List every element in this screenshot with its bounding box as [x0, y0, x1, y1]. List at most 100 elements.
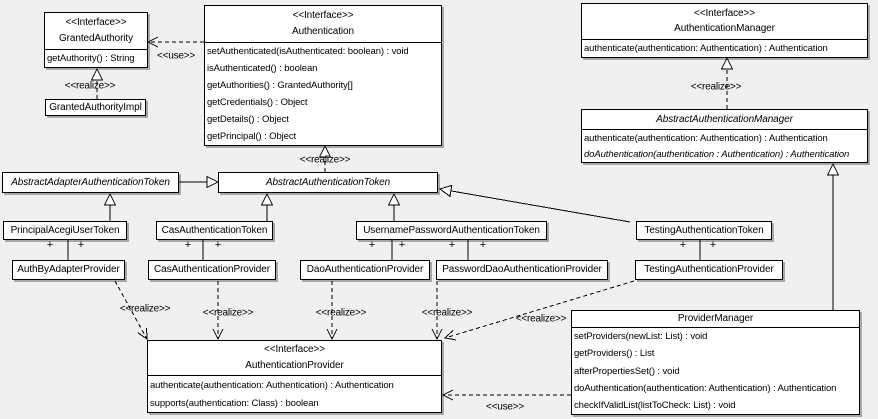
class-box-cas-authentication-token[interactable]: CasAuthenticationToken: [156, 221, 273, 240]
abstract-authentication-manager-method-1: doAuthentication(authentication : Authen…: [584, 148, 850, 160]
username-password-authentication-token-title: UsernamePasswordAuthenticationToken: [357, 222, 546, 239]
granted-authority-methods: getAuthority() : String: [45, 50, 147, 67]
testing-authentication-provider-title: TestingAuthenticationProvider: [636, 261, 782, 279]
password-dao-authentication-provider-title: PasswordDaoAuthenticationProvider: [437, 261, 607, 279]
class-box-cas-authentication-provider[interactable]: CasAuthenticationProvider: [148, 260, 276, 280]
username-password-authentication-token-name: UsernamePasswordAuthenticationToken: [363, 224, 540, 236]
association-plus-mark: +: [709, 239, 717, 251]
abstract-authentication-manager-methods: authenticate(authentication: Authenticat…: [582, 130, 867, 162]
open-arrowhead-icon: [326, 328, 338, 341]
edge-label-realize: <<realize>>: [299, 154, 351, 166]
password-dao-authentication-provider-name: PasswordDaoAuthenticationProvider: [442, 264, 602, 275]
authentication-provider-stereotype: <<Interface>>: [264, 344, 325, 356]
authentication-manager-method-0: authenticate(authentication: Authenticat…: [584, 43, 828, 54]
class-box-password-dao-authentication-provider[interactable]: PasswordDaoAuthenticationProvider: [436, 260, 608, 280]
authentication-method-5: getPrincipal() : Object: [207, 131, 297, 142]
authentication-name: Authentication: [292, 26, 354, 37]
cas-authentication-provider-title: CasAuthenticationProvider: [149, 261, 275, 279]
class-box-testing-authentication-token[interactable]: TestingAuthenticationToken: [636, 221, 772, 240]
open-arrowhead-icon: [443, 329, 457, 341]
edge-label-realize: <<realize>>: [690, 81, 742, 93]
abstract-authentication-manager-method-0: authenticate(authentication: Authenticat…: [584, 132, 828, 144]
principal-acegi-user-token-name: PrincipalAcegiUserToken: [10, 224, 120, 236]
granted-authority-impl-title: GrantedAuthorityImpl: [46, 100, 145, 115]
class-box-abstract-authentication-manager[interactable]: AbstractAuthenticationManager authenticat…: [581, 109, 868, 163]
open-arrowhead-icon: [146, 36, 159, 48]
edge-line-8: [450, 190, 631, 223]
generalization-arrowhead-icon: [826, 162, 840, 176]
class-box-testing-authentication-provider[interactable]: TestingAuthenticationProvider: [635, 260, 783, 280]
authentication-provider-method-0: authenticate(authentication: Authenticat…: [150, 379, 394, 391]
dao-authentication-provider-name: DaoAuthenticationProvider: [306, 264, 424, 275]
class-box-abstract-authentication-token[interactable]: AbstractAuthenticationToken: [218, 172, 438, 193]
class-box-principal-acegi-user-token[interactable]: PrincipalAcegiUserToken: [3, 221, 127, 240]
association-plus-mark: +: [398, 239, 406, 251]
edge-label-realize: <<realize>>: [421, 307, 473, 319]
class-box-auth-by-adapter-provider[interactable]: AuthByAdapterProvider: [12, 260, 125, 280]
edge-label-realize: <<realize>>: [515, 313, 567, 325]
edge-label-realize: <<realize>>: [119, 303, 171, 315]
abstract-adapter-authentication-token-title: AbstractAdapterAuthenticationToken: [3, 173, 178, 192]
edge-label-realize: <<realize>>: [202, 307, 254, 319]
class-box-username-password-authentication-token[interactable]: UsernamePasswordAuthenticationToken: [356, 221, 547, 240]
authentication-provider-name: AuthenticationProvider: [245, 359, 344, 371]
class-box-dao-authentication-provider[interactable]: DaoAuthenticationProvider: [300, 260, 430, 280]
cas-authentication-provider-name: CasAuthenticationProvider: [154, 264, 270, 275]
open-arrowhead-icon: [137, 327, 148, 340]
dao-authentication-provider-title: DaoAuthenticationProvider: [301, 261, 429, 279]
provider-manager-method-1: getProviders() : List: [574, 348, 655, 360]
abstract-authentication-token-title: AbstractAuthenticationToken: [219, 173, 437, 192]
authentication-manager-stereotype: <<Interface>>: [694, 7, 755, 19]
association-plus-mark: +: [77, 239, 85, 251]
association-plus-mark: +: [368, 239, 376, 251]
testing-authentication-token-title: TestingAuthenticationToken: [637, 222, 771, 239]
authentication-manager-name: AuthenticationManager: [674, 23, 775, 35]
cas-authentication-token-title: CasAuthenticationToken: [157, 222, 272, 239]
open-arrowhead-icon: [212, 328, 224, 341]
generalization-arrowhead-icon: [90, 67, 104, 81]
abstract-authentication-token-name: AbstractAuthenticationToken: [265, 176, 391, 188]
association-plus-mark: +: [184, 239, 192, 251]
class-box-abstract-adapter-authentication-token[interactable]: AbstractAdapterAuthenticationToken: [2, 172, 179, 193]
abstract-authentication-manager-title: AbstractAuthenticationManager: [582, 110, 867, 130]
edge-label-realize: <<realize>>: [64, 80, 116, 92]
authentication-manager-methods: authenticate(authentication: Authenticat…: [582, 40, 867, 57]
authentication-provider-methods: authenticate(authentication: Authenticat…: [148, 376, 441, 412]
provider-manager-method-2: afterPropertiesSet() : void: [574, 365, 680, 377]
association-plus-mark: +: [46, 239, 54, 251]
class-box-authentication-manager[interactable]: <<Interface>> AuthenticationManager authen…: [581, 3, 868, 58]
principal-acegi-user-token-title: PrincipalAcegiUserToken: [4, 222, 126, 239]
provider-manager-method-3: doAuthentication(authentication: Authent…: [574, 382, 837, 394]
authentication-method-3: getCredentials() : Object: [207, 97, 308, 108]
class-box-authentication-provider[interactable]: <<Interface>> AuthenticationProvider authe…: [147, 340, 442, 413]
authentication-title: <<Interface>>Authentication: [205, 6, 441, 43]
provider-manager-method-4: checkIfValidList(listToCheck: List) : vo…: [574, 399, 736, 411]
granted-authority-impl-name: GrantedAuthorityImpl: [49, 101, 142, 113]
edge-line-18: [444, 280, 635, 339]
class-box-authentication[interactable]: <<Interface>>Authentication setAuthentica…: [204, 5, 442, 146]
edge-label-use: <<use>>: [156, 50, 196, 62]
authentication-manager-title: <<Interface>> AuthenticationManager: [582, 4, 867, 40]
open-arrowhead-icon: [441, 389, 454, 401]
edge-label-realize: <<realize>>: [315, 307, 367, 319]
abstract-authentication-manager-name: AbstractAuthenticationManager: [656, 113, 793, 125]
cas-authentication-token-name: CasAuthenticationToken: [161, 224, 268, 236]
generalization-arrowhead-icon: [260, 192, 274, 206]
granted-authority-title: <<Interface>>GrantedAuthority: [45, 13, 147, 50]
class-box-granted-authority-impl[interactable]: GrantedAuthorityImpl: [45, 99, 146, 116]
provider-manager-name: ProviderManager: [677, 313, 754, 324]
association-plus-mark: +: [679, 239, 687, 251]
auth-by-adapter-provider-name: AuthByAdapterProvider: [17, 264, 120, 275]
association-plus-mark: +: [214, 239, 222, 251]
provider-manager-title: ProviderManager: [572, 311, 859, 328]
authentication-method-0: setAuthenticated(isAuthenticated: boolea…: [207, 46, 409, 57]
generalization-arrowhead-icon: [206, 175, 220, 189]
association-plus-mark: +: [479, 239, 487, 251]
generalization-arrowhead-icon: [318, 144, 332, 158]
granted-authority-stereotype: <<Interface>>: [65, 17, 127, 28]
generalization-arrowhead-icon: [103, 192, 117, 206]
